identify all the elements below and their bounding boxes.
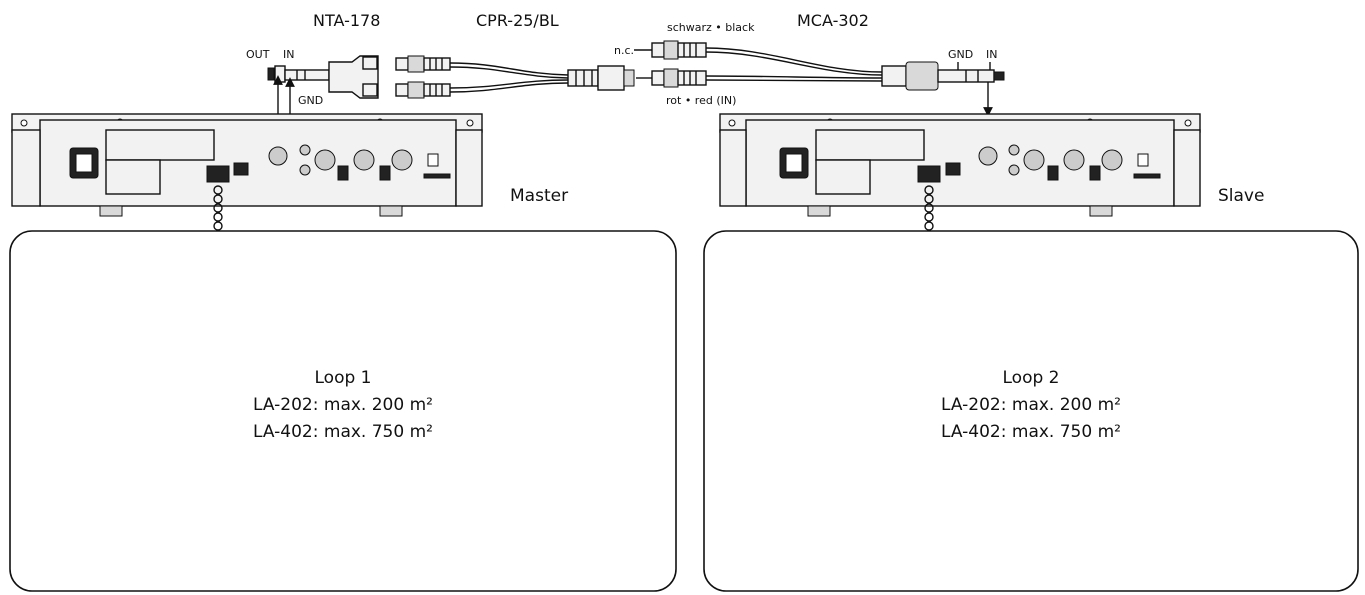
nta-178-label: NTA-178 [313,11,380,30]
loop-2-title: Loop 2 [1003,368,1060,388]
slave-label: Slave [1218,186,1264,206]
loop-1-area [9,230,677,592]
slave-twisted-wire [924,185,934,231]
black-wire-label: schwarz • black [667,21,755,34]
loop-1-la202: LA-202: max. 200 m² [253,395,433,415]
loop-1-title: Loop 1 [315,368,372,388]
loop-1-la402: LA-402: max. 750 m² [253,422,433,442]
in-label-left: IN [283,48,294,61]
out-label: OUT [246,48,270,61]
gnd-label-right: GND [948,48,973,61]
in-label-right: IN [986,48,997,61]
master-twisted-wire [213,185,223,231]
slave-device [719,113,1201,217]
mca-302-label: MCA-302 [797,11,869,30]
nc-label: n.c. [614,44,634,57]
master-device [11,113,483,217]
cpr-25-bl-label: CPR-25/BL [476,11,559,30]
mca-302-cable [634,40,1005,91]
loop-2-la202: LA-202: max. 200 m² [941,395,1121,415]
cpr-25-bl-cable [395,55,635,99]
gnd-label-left: GND [298,94,323,107]
nta-178-adapter [267,55,379,99]
red-wire-label: rot • red (IN) [666,94,736,107]
loop-2-la402: LA-402: max. 750 m² [941,422,1121,442]
master-label: Master [510,186,568,206]
loop-2-area [703,230,1359,592]
